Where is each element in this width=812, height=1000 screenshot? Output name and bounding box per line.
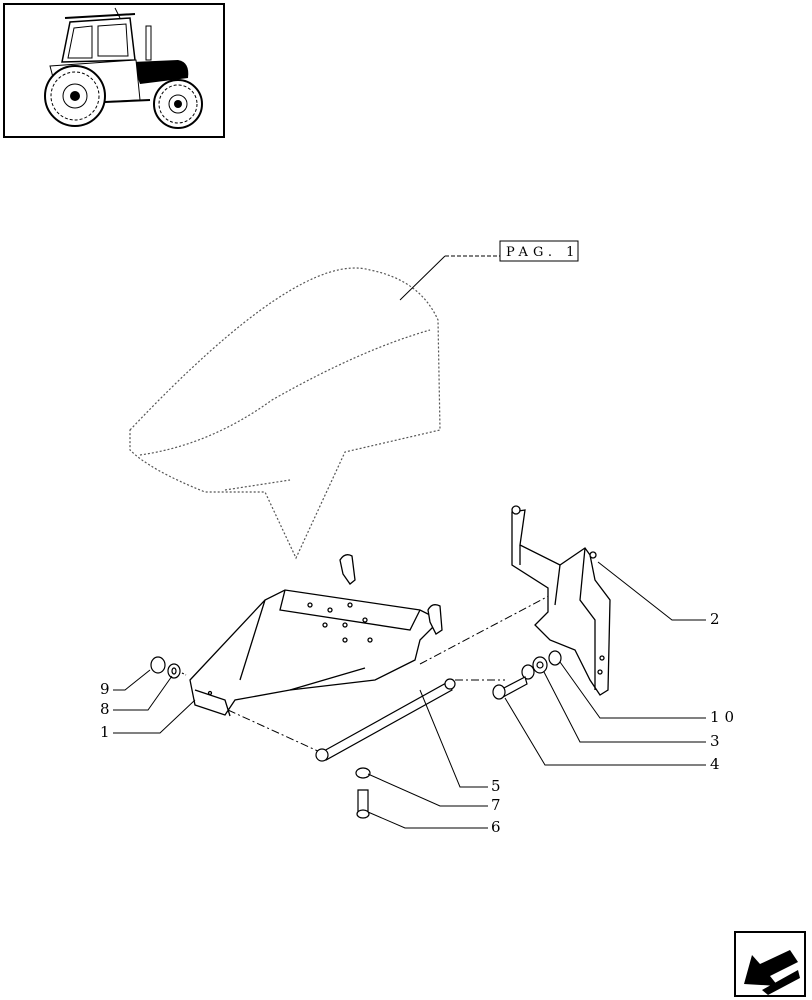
hardware [150,650,562,819]
callout-6: 6 [491,818,501,836]
callout-10: 10 [710,708,739,726]
callout-3: 3 [710,732,720,750]
callout-4: 4 [710,755,720,773]
leader-lines [113,561,706,829]
support-frame [189,554,443,717]
callout-7: 7 [491,796,501,814]
callout-1: 1 [100,723,110,741]
callout-2: 2 [710,610,720,628]
callout-8: 8 [100,700,110,718]
tractor-thumbnail [3,3,225,138]
back-arrow-icon[interactable] [734,931,806,997]
assembly-lines [227,589,561,753]
tie-rod [315,678,456,762]
mounting-bracket [511,505,611,696]
callout-9: 9 [100,680,110,698]
page-reference[interactable]: PAG. 1 [399,240,579,301]
callout-5: 5 [491,777,501,795]
page-reference-label: PAG. 1 [506,245,579,260]
hood-outline [129,267,441,560]
